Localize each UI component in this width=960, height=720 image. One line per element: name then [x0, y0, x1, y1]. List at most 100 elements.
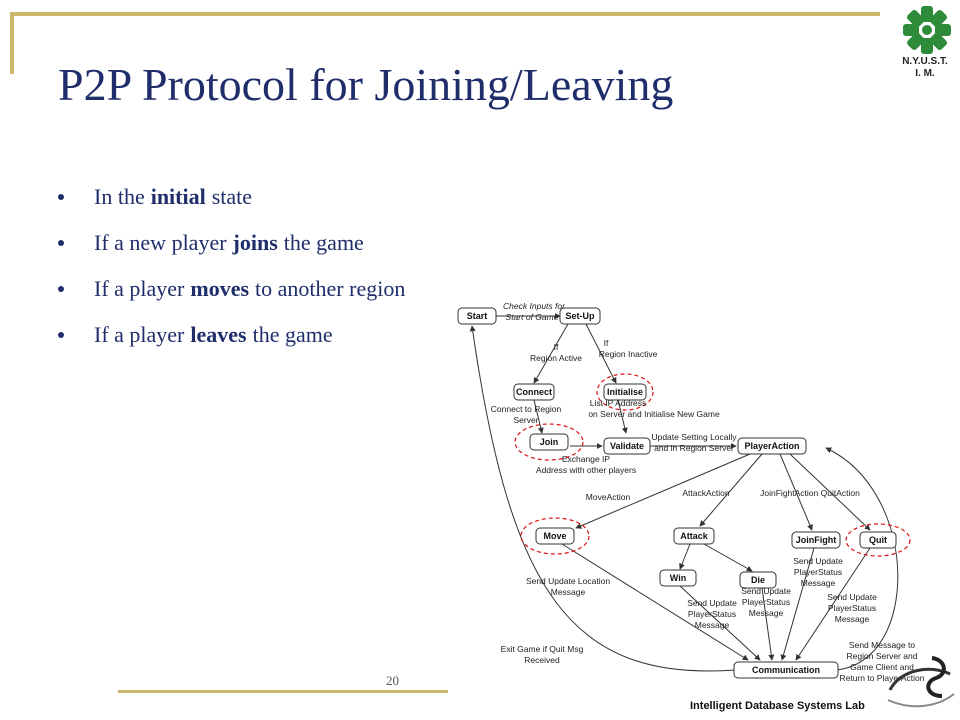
- bullet-bold-text: moves: [190, 276, 250, 301]
- label-if-inactive: If: [604, 338, 609, 348]
- node-joinfight-label: JoinFight: [796, 535, 837, 545]
- label-quit-status: Send Update: [827, 592, 877, 602]
- node-die: Die: [739, 571, 777, 589]
- label-win-status: Send Update: [687, 598, 737, 608]
- edge-setup-connect: [533, 323, 569, 384]
- highlight-join: [514, 423, 584, 461]
- bullet-dot-icon: [58, 240, 64, 246]
- edge-setup-initialise: [585, 323, 617, 384]
- bullet-bold-text: initial: [150, 184, 206, 209]
- university-logo-icon: [903, 6, 951, 54]
- label-connect-server: Connect to Region: [491, 404, 562, 414]
- label-if-active: Region Active: [530, 353, 582, 363]
- lab-name: Intelligent Database Systems Lab: [690, 700, 865, 712]
- edge-communication-start: [469, 325, 737, 672]
- label-exchange-ip: Exchange IP: [562, 454, 611, 464]
- label-update-setting: Update Setting Locally: [651, 432, 737, 442]
- bottom-border-line: [118, 690, 448, 693]
- edge-die-communication: [761, 587, 775, 661]
- label-die-status: PlayerStatus: [742, 597, 790, 607]
- label-list-ip: List IP Address: [590, 398, 647, 408]
- edge-communication-playeraction: [825, 447, 899, 671]
- bullet-dot-icon: [58, 286, 64, 292]
- node-communication: Communication: [733, 661, 839, 679]
- node-join-label: Join: [540, 437, 559, 447]
- label-exit-game: Received: [524, 655, 560, 665]
- label-quit-status: Message: [835, 614, 870, 624]
- logo-line-1: N.Y.U.S.T.: [902, 56, 948, 67]
- edge-joinfight-communication: [780, 547, 815, 661]
- node-move: Move: [535, 527, 575, 545]
- label-send-location: Send Update Location: [526, 576, 610, 586]
- highlight-quit: [845, 523, 911, 557]
- edge-playeraction-attack: [699, 453, 763, 527]
- left-border-line: [10, 12, 14, 74]
- label-update-setting: and in Region Server: [654, 443, 734, 453]
- bullet-dot-icon: [58, 194, 64, 200]
- node-validate-label: Validate: [610, 441, 644, 451]
- page-number: 20: [386, 673, 399, 688]
- label-if-inactive: Region Inactive: [599, 349, 658, 359]
- label-win-status: PlayerStatus: [688, 609, 736, 619]
- label-joinfight-quit-action: JoinFightAction QuitAction: [760, 488, 860, 498]
- edge-playeraction-quit: [789, 453, 871, 531]
- label-exit-game: Exit Game if Quit Msg: [501, 644, 584, 654]
- edge-attack-die: [703, 543, 753, 572]
- bullet-text: If a new player: [94, 230, 227, 255]
- node-move-label: Move: [543, 531, 566, 541]
- bullet-dot-icon: [58, 332, 64, 338]
- node-quit-label: Quit: [869, 535, 887, 545]
- edge-initialise-validate: [617, 399, 628, 434]
- node-quit: Quit: [859, 531, 897, 549]
- bullet-text: the game: [283, 230, 364, 255]
- label-send-location: Message: [551, 587, 586, 597]
- edge-playeraction-joinfight: [779, 453, 813, 531]
- label-joinfight-status: Send Update: [793, 556, 843, 566]
- edge-connect-join: [533, 399, 544, 434]
- edge-quit-communication: [795, 547, 871, 661]
- highlight-initialise: [596, 373, 654, 411]
- node-setup-label: Set-Up: [566, 311, 596, 321]
- node-win: Win: [659, 569, 697, 587]
- bullet-text: state: [211, 184, 253, 209]
- node-connect: Connect: [513, 383, 555, 401]
- node-initialise-label: Initialise: [607, 387, 643, 397]
- bullet-bold-text: joins: [232, 230, 278, 255]
- label-quit-status: PlayerStatus: [828, 603, 876, 613]
- node-playeraction-label: PlayerAction: [744, 441, 799, 451]
- logo-caption: N.Y.U.S.T. I. M.: [890, 56, 960, 80]
- bullet-text: the game: [252, 322, 333, 347]
- edge-attack-win: [679, 543, 691, 570]
- node-connect-label: Connect: [516, 387, 552, 397]
- node-attack-label: Attack: [680, 531, 709, 541]
- bullet-text: If a player: [94, 322, 185, 347]
- node-attack: Attack: [673, 527, 715, 545]
- lab-logo-icon: [887, 656, 955, 708]
- label-joinfight-status: PlayerStatus: [794, 567, 842, 577]
- slide-title: P2P Protocol for Joining/Leaving: [58, 59, 674, 110]
- bullet-bold-text: leaves: [190, 322, 247, 347]
- label-joinfight-status: Message: [801, 578, 836, 588]
- edge-move-communication: [561, 543, 749, 661]
- label-move-action: MoveAction: [586, 492, 631, 502]
- bullet-text: to another region: [255, 276, 406, 301]
- label-exchange-ip: Address with other players: [536, 465, 636, 475]
- label-die-status: Send Update: [741, 586, 791, 596]
- edge-win-communication: [679, 585, 761, 661]
- label-attack-action: AttackAction: [682, 488, 730, 498]
- node-start-label: Start: [467, 311, 488, 321]
- logo-line-2: I. M.: [915, 68, 935, 79]
- label-check-inputs: Check Inputs for: [503, 301, 566, 311]
- label-send-message: Return to PlayerAction: [839, 673, 924, 683]
- node-start: Start: [457, 307, 497, 325]
- highlight-move: [520, 517, 590, 555]
- node-communication-label: Communication: [752, 665, 820, 675]
- label-list-ip: on Server and Initialise New Game: [588, 409, 720, 419]
- node-playeraction: PlayerAction: [737, 437, 807, 455]
- node-joinfight: JoinFight: [791, 531, 841, 549]
